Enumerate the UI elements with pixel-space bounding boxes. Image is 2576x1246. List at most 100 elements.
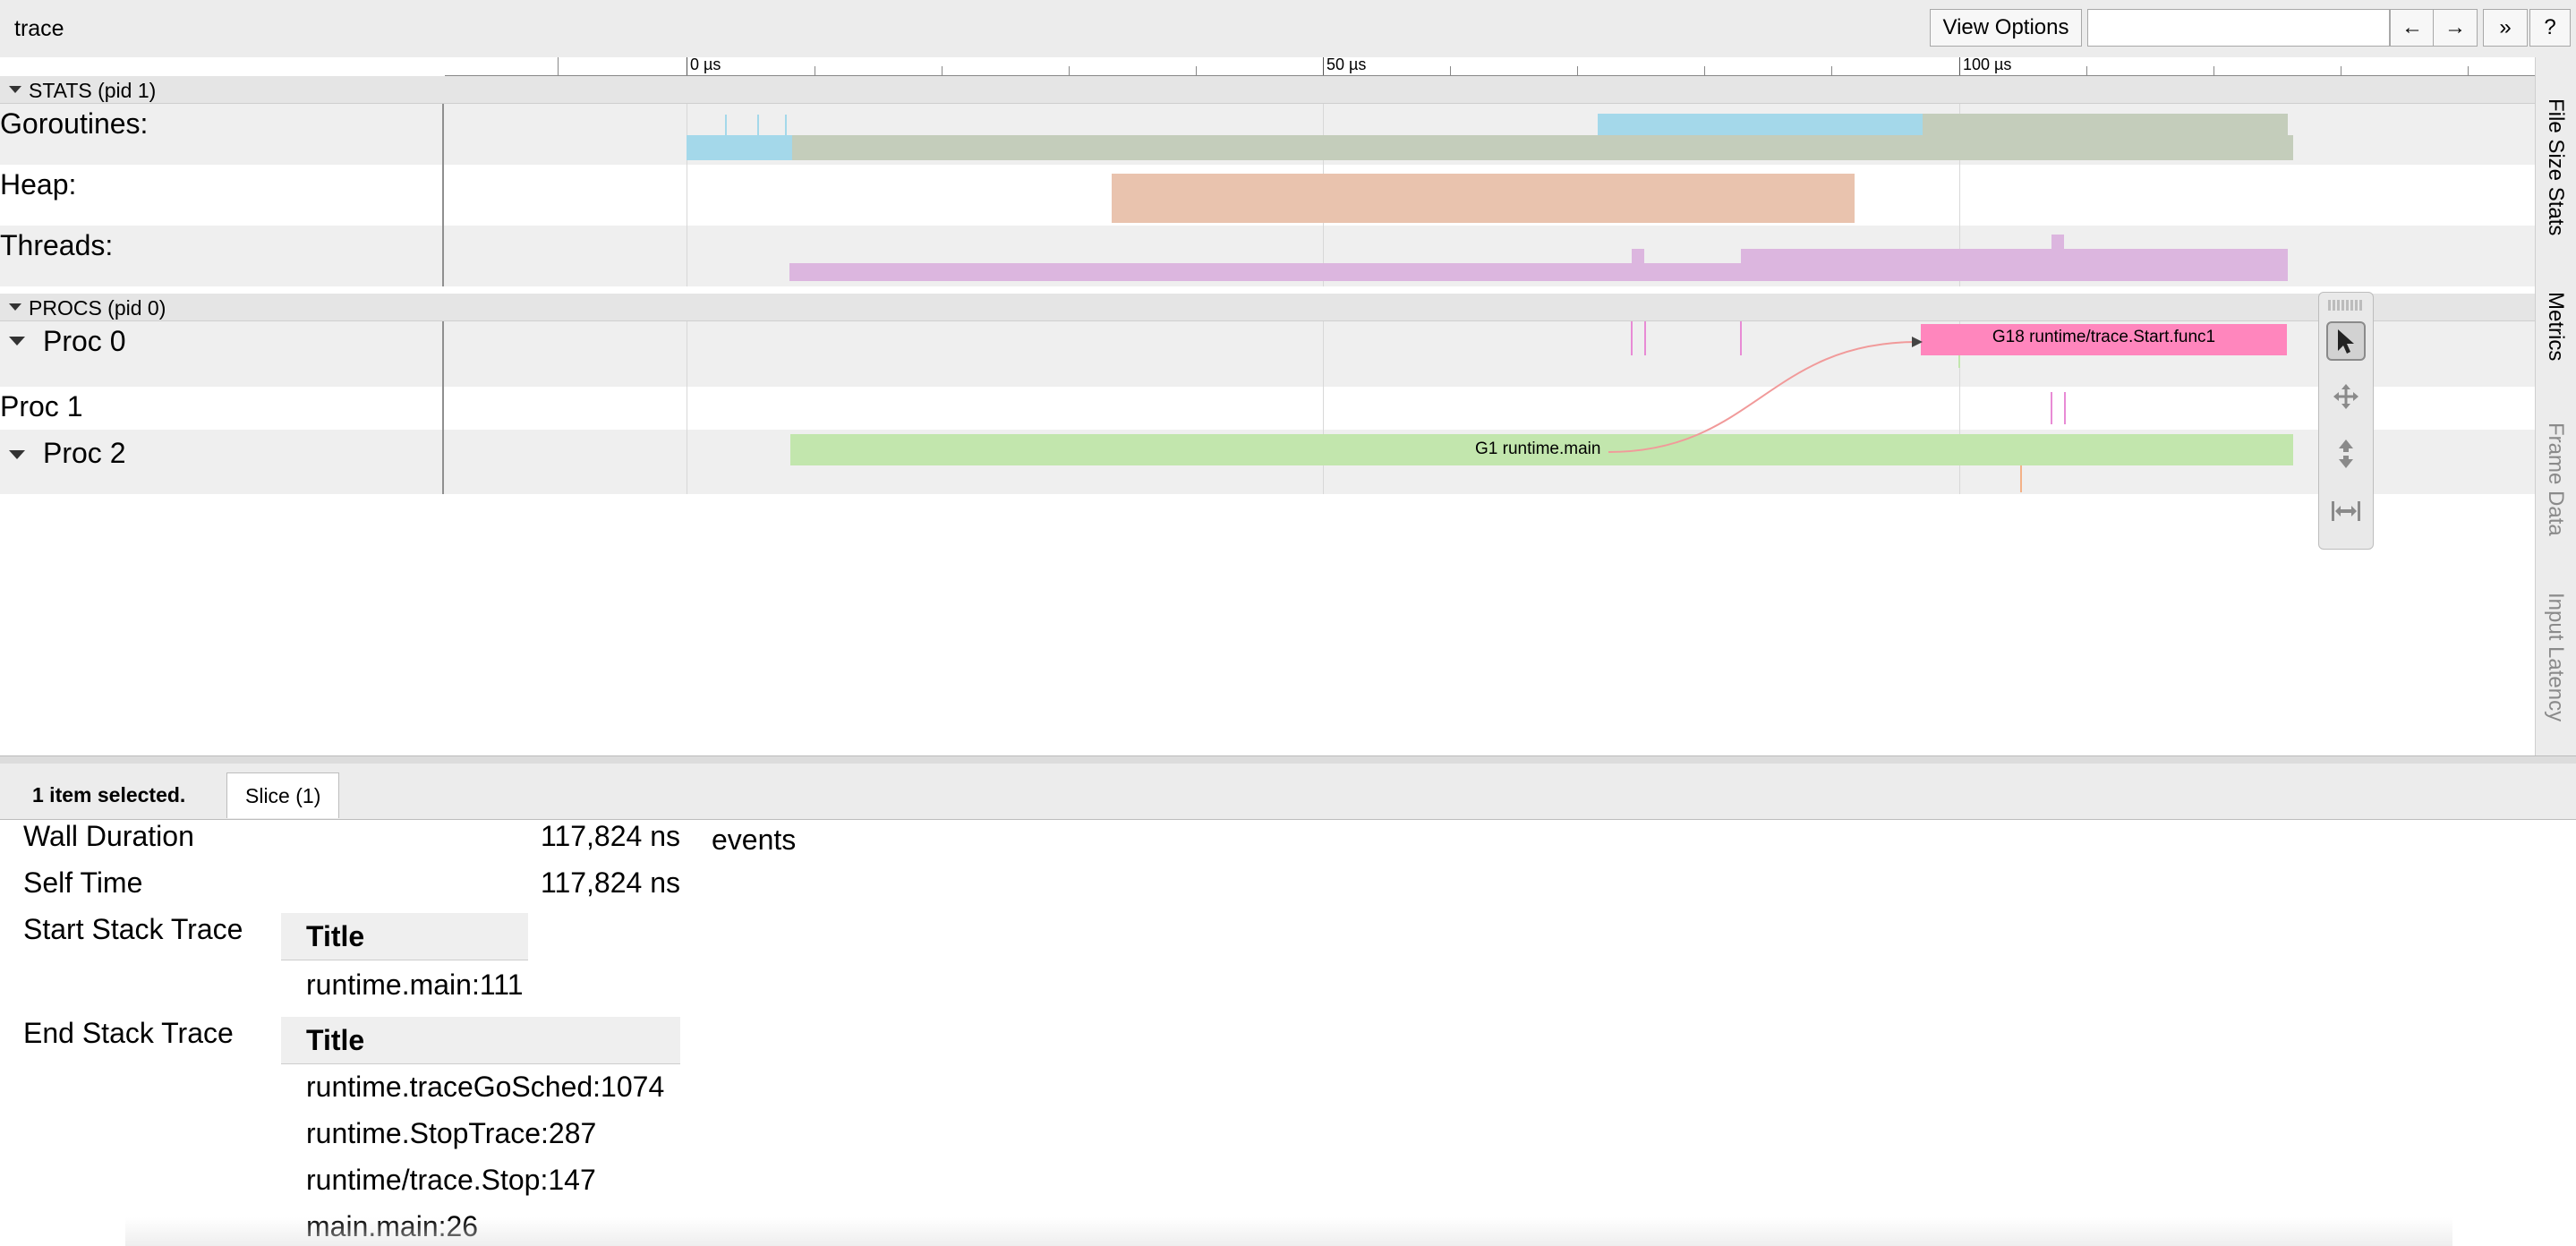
counter-bar-threads[interactable] (1741, 249, 2288, 263)
side-tab-frame-data[interactable]: Frame Data (2544, 422, 2568, 536)
selection-icon (2338, 329, 2354, 354)
grid-line (1323, 387, 1324, 430)
counter-bar-threads[interactable] (1632, 249, 1644, 263)
heap-counter[interactable] (446, 165, 2535, 226)
counter-bar-threads[interactable] (2051, 235, 2064, 249)
track-threads[interactable]: Threads: (0, 226, 2535, 286)
track-label: Goroutines: (0, 104, 444, 165)
pan-icon (2333, 384, 2358, 409)
pan-mode-button[interactable] (2326, 377, 2366, 416)
ruler-major-tick (1323, 57, 1324, 75)
timeline-view[interactable]: 0 µs 50 µs 100 µs STATS (pid 1) Goroutin… (0, 55, 2535, 755)
track-label-text: Goroutines: (0, 107, 149, 140)
counter-bar-runnable[interactable] (687, 135, 792, 160)
start-stack-trace-label: Start Stack Trace (23, 913, 243, 945)
counter-spike-runnable[interactable] (757, 115, 759, 135)
search-input[interactable] (2087, 9, 2390, 47)
track-label: Heap: (0, 165, 444, 226)
section-header-procs[interactable]: PROCS (pid 0) (0, 294, 2535, 321)
counter-bar-running[interactable] (1923, 114, 2288, 135)
stack-frame[interactable]: runtime.StopTrace:287 (306, 1117, 597, 1149)
counter-bar-runnable[interactable] (1598, 114, 1923, 135)
flow-arrow-head-icon (1912, 337, 1923, 347)
grid-line (1323, 104, 1324, 165)
side-panel-tabs: File Size Stats Metrics Frame Data Input… (2535, 57, 2576, 755)
track-proc-0[interactable]: Proc 0 G18 runtime/trace.Start.func1 (0, 321, 2535, 387)
slice-marker[interactable] (1644, 321, 1646, 355)
track-proc-2[interactable]: Proc 2 G1 runtime.main (0, 430, 2535, 494)
track-label-text: Threads: (0, 229, 114, 261)
track-label-text: Proc 1 (0, 390, 83, 422)
counter-bar-heap[interactable] (1112, 174, 1855, 223)
slice-g1[interactable] (790, 434, 2293, 465)
start-stack-table-header: Title (281, 913, 528, 960)
counter-bar-running[interactable] (792, 135, 2293, 160)
slice-marker[interactable] (2051, 392, 2052, 424)
help-button[interactable]: ? (2529, 9, 2571, 47)
top-toolbar: trace View Options ← → » ? (0, 0, 2576, 58)
tab-slice[interactable]: Slice (1) (226, 772, 340, 818)
proc-2-slices[interactable]: G1 runtime.main (446, 430, 2535, 494)
zoom-icon (2339, 440, 2353, 468)
view-options-button[interactable]: View Options (1930, 9, 2082, 47)
stack-frame[interactable]: runtime.traceGoSched:1074 (306, 1071, 665, 1103)
section-header-stats[interactable]: STATS (pid 1) (0, 76, 2535, 104)
self-time-label: Self Time (23, 866, 143, 899)
ruler-minor-tick (942, 66, 943, 75)
ruler-minor-tick (2086, 66, 2087, 75)
expand-triangle-icon[interactable] (9, 337, 25, 346)
ruler-minor-tick (558, 57, 559, 75)
selection-summary: 1 item selected. (32, 783, 186, 806)
proc-0-slices[interactable]: G18 runtime/trace.Start.func1 (446, 321, 2535, 387)
counter-bar-threads[interactable] (789, 263, 2288, 281)
counter-spike-runnable[interactable] (725, 115, 727, 135)
events-label[interactable]: events (712, 824, 797, 856)
expand-toolbar-button[interactable]: » (2483, 9, 2528, 47)
threads-counter[interactable] (446, 226, 2535, 286)
track-label: Proc 0 (0, 321, 444, 387)
next-match-button[interactable]: → (2433, 9, 2478, 47)
side-tab-file-size-stats[interactable]: File Size Stats (2544, 98, 2568, 236)
expand-triangle-icon[interactable] (9, 450, 25, 459)
side-tab-input-latency[interactable]: Input Latency (2544, 593, 2568, 722)
proc-1-slices[interactable] (446, 387, 2535, 430)
timing-mode-button[interactable] (2326, 491, 2366, 531)
zoom-mode-button[interactable] (2326, 434, 2366, 474)
slice-label: G18 runtime/trace.Start.func1 (1992, 328, 2216, 346)
slice-details: Wall Duration 117,824 ns events Self Tim… (0, 820, 2576, 1246)
slice-marker[interactable] (2020, 465, 2022, 492)
slice-g18[interactable] (1921, 324, 2287, 355)
grid-line (1959, 387, 1960, 430)
track-label: Threads: (0, 226, 444, 286)
collapse-triangle-icon[interactable] (9, 303, 21, 311)
track-label: Proc 2 (0, 430, 444, 494)
slice-marker[interactable] (2064, 392, 2066, 424)
time-ruler[interactable]: 0 µs 50 µs 100 µs (445, 55, 2535, 76)
slice-label: G1 runtime.main (1475, 440, 1601, 458)
slice-marker[interactable] (1958, 355, 1960, 368)
mouse-mode-selector[interactable] (2318, 292, 2374, 550)
timing-icon (2332, 501, 2360, 521)
track-heap[interactable]: Heap: (0, 165, 2535, 226)
stack-frame[interactable]: runtime.main:111 (306, 969, 524, 1001)
track-proc-1[interactable]: Proc 1 (0, 387, 2535, 430)
collapse-triangle-icon[interactable] (9, 86, 21, 93)
track-label-text: Heap: (0, 168, 77, 201)
slice-marker[interactable] (1740, 321, 1742, 355)
ruler-minor-tick (1704, 66, 1705, 75)
slice-marker[interactable] (1631, 321, 1633, 355)
stack-frame[interactable]: runtime/trace.Stop:147 (306, 1164, 596, 1196)
drag-handle-icon[interactable] (2328, 300, 2364, 311)
counter-spike-runnable[interactable] (785, 115, 787, 135)
ruler-tick-label: 50 µs (1326, 55, 1367, 73)
app-title: trace (14, 16, 64, 41)
ruler-minor-tick (1196, 66, 1197, 75)
ruler-minor-tick (1831, 66, 1832, 75)
flow-arrow-line (1608, 341, 1918, 453)
track-goroutines[interactable]: Goroutines: (0, 104, 2535, 165)
previous-match-button[interactable]: ← (2390, 9, 2435, 47)
goroutines-counter[interactable] (446, 104, 2535, 165)
side-tab-metrics[interactable]: Metrics (2544, 292, 2568, 362)
selection-mode-button[interactable] (2326, 321, 2366, 361)
grid-line (1323, 321, 1324, 387)
